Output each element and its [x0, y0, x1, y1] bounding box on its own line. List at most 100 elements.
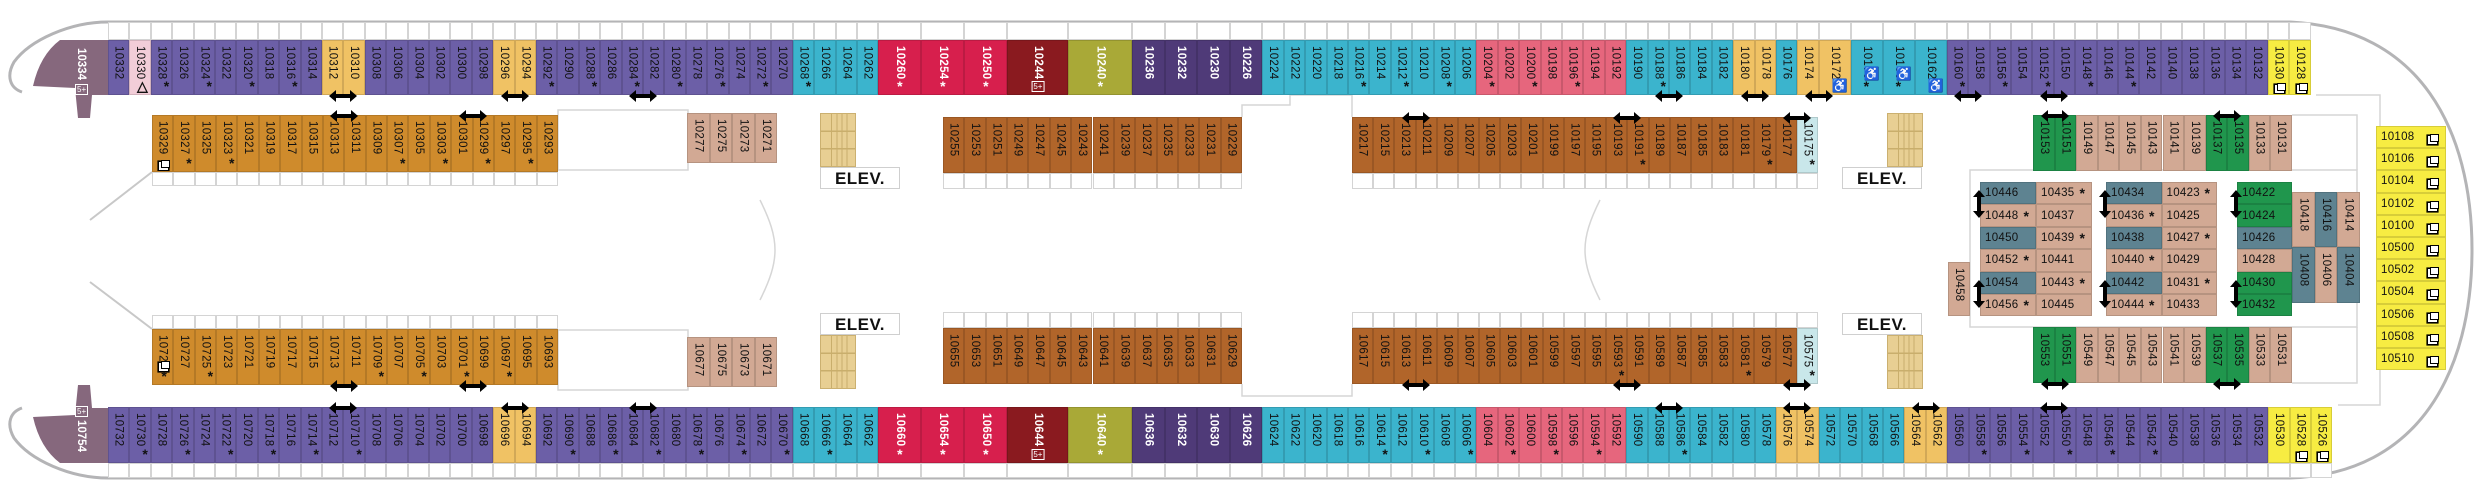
cabin-10724[interactable]: 10724	[193, 407, 215, 463]
cabin-10206[interactable]: 10206	[1455, 40, 1477, 95]
cabin-10306[interactable]: 10306	[386, 40, 408, 95]
cabin-10286[interactable]: 10286	[600, 40, 622, 95]
cabin-10423[interactable]: 10423*	[2161, 182, 2217, 205]
cabin-10660[interactable]: 10660*	[878, 407, 922, 463]
cabin-10236[interactable]: 10236	[1132, 40, 1165, 95]
cabin-10574[interactable]: 10574	[1797, 407, 1819, 463]
cabin-10209[interactable]: 10209	[1436, 117, 1458, 173]
cabin-10444[interactable]: 10444*	[2106, 294, 2162, 317]
cabin-10191[interactable]: 10191*	[1627, 117, 1649, 173]
cabin-10317[interactable]: 10317	[280, 115, 302, 172]
cabin-10632[interactable]: 10632	[1164, 407, 1198, 463]
cabin-10243[interactable]: 10243	[1071, 117, 1093, 173]
cabin-10408[interactable]: 10408	[2292, 247, 2315, 303]
cabin-10599[interactable]: 10599	[1542, 328, 1564, 384]
cabin-10440[interactable]: 10440*	[2106, 249, 2162, 272]
cabin-10626[interactable]: 10626	[1229, 407, 1263, 463]
cabin-10651[interactable]: 10651	[985, 328, 1008, 384]
cabin-10538[interactable]: 10538	[2182, 407, 2204, 463]
cabin-10146[interactable]: 10146	[2096, 40, 2118, 95]
cabin-10251[interactable]: 10251	[985, 117, 1008, 173]
cabin-10147[interactable]: 10147	[2097, 115, 2120, 171]
cabin-10284[interactable]: 10284*	[621, 40, 643, 95]
cabin-10233[interactable]: 10233	[1177, 117, 1200, 173]
cabin-10208[interactable]: 10208*	[1433, 40, 1455, 95]
cabin-10606[interactable]: 10606*	[1455, 407, 1477, 463]
cabin-10704[interactable]: 10704	[407, 407, 429, 463]
cabin-10500[interactable]: 10500	[2376, 237, 2446, 260]
cabin-10241[interactable]: 10241	[1092, 117, 1114, 173]
cabin-10611[interactable]: 10611	[1415, 328, 1437, 384]
cabin-10139[interactable]: 10139	[2184, 115, 2206, 171]
cabin-10694[interactable]: 10694	[514, 407, 536, 463]
cabin-10613[interactable]: 10613	[1394, 328, 1416, 384]
cabin-10207[interactable]: 10207	[1457, 117, 1480, 173]
cabin-10633[interactable]: 10633	[1177, 328, 1200, 384]
cabin-10588[interactable]: 10588	[1647, 407, 1669, 463]
cabin-10133[interactable]: 10133	[2248, 115, 2271, 171]
cabin-10178[interactable]: 10178	[1754, 40, 1776, 95]
cabin-10454[interactable]: 10454	[1980, 271, 2036, 294]
cabin-10729[interactable]: 10729*	[152, 329, 174, 385]
cabin-10196[interactable]: 10196*	[1562, 40, 1584, 95]
cabin-10717[interactable]: 10717	[280, 329, 302, 385]
cabin-10554[interactable]: 10554*	[2011, 407, 2033, 463]
cabin-10235[interactable]: 10235	[1156, 117, 1178, 173]
cabin-10728[interactable]: 10728	[150, 407, 173, 463]
cabin-10568[interactable]: 10568	[1861, 407, 1883, 463]
cabin-10662[interactable]: 10662	[857, 407, 879, 463]
cabin-10320[interactable]: 10320*	[236, 40, 258, 95]
cabin-10671[interactable]: 10671	[754, 337, 777, 387]
cabin-10553[interactable]: 10553	[2033, 327, 2055, 383]
cabin-10629[interactable]: 10629	[1220, 328, 1242, 384]
cabin-10534[interactable]: 10534	[2225, 407, 2247, 463]
cabin-10313[interactable]: 10313	[322, 115, 345, 172]
cabin-10448[interactable]: 10448*	[1980, 204, 2036, 227]
cabin-10552[interactable]: 10552	[2032, 407, 2055, 463]
cabin-10195[interactable]: 10195	[1585, 117, 1607, 173]
cabin-10598[interactable]: 10598*	[1540, 407, 1562, 463]
cabin-10328[interactable]: 10328*	[150, 40, 173, 95]
cabin-10260[interactable]: 10260*	[878, 40, 922, 95]
cabin-10684[interactable]: 10684	[621, 407, 643, 463]
cabin-10185[interactable]: 10185	[1690, 117, 1713, 173]
cabin-10211[interactable]: 10211	[1415, 117, 1437, 173]
cabin-10697[interactable]: 10697*	[493, 329, 516, 385]
cabin-10255[interactable]: 10255	[943, 117, 965, 173]
cabin-10181[interactable]: 10181	[1733, 117, 1755, 173]
cabin-10575[interactable]: 10575*	[1796, 328, 1818, 384]
cabin-10718[interactable]: 10718*	[257, 407, 280, 463]
cabin-10674[interactable]: 10674*	[728, 407, 750, 463]
cabin-10562[interactable]: 10562	[1925, 407, 1948, 463]
cabin-10220[interactable]: 10220	[1305, 40, 1327, 95]
cabin-10424[interactable]: 10424	[2237, 204, 2292, 227]
cabin-10676[interactable]: 10676	[707, 407, 729, 463]
cabin-10210[interactable]: 10210	[1412, 40, 1434, 95]
cabin-10578[interactable]: 10578	[1754, 407, 1776, 463]
cabin-10436[interactable]: 10436*	[2106, 204, 2162, 227]
cabin-10541[interactable]: 10541	[2162, 327, 2185, 383]
cabin-10542[interactable]: 10542*	[2139, 407, 2162, 463]
cabin-10714[interactable]: 10714*	[300, 407, 322, 463]
cabin-10620[interactable]: 10620	[1305, 407, 1327, 463]
cabin-10609[interactable]: 10609	[1436, 328, 1458, 384]
cabin-10416[interactable]: 10416	[2314, 192, 2338, 247]
cabin-10450[interactable]: 10450	[1980, 226, 2036, 250]
cabin-10294[interactable]: 10294	[514, 40, 536, 95]
cabin-10136[interactable]: 10136	[2203, 40, 2225, 95]
cabin-10692[interactable]: 10692	[536, 407, 558, 463]
cabin-10237[interactable]: 10237	[1135, 117, 1157, 173]
cabin-10437[interactable]: 10437	[2036, 204, 2092, 227]
cabin-10174[interactable]: 10174	[1797, 40, 1819, 95]
cabin-10435[interactable]: 10435*	[2036, 182, 2092, 205]
cabin-10543[interactable]: 10543	[2140, 327, 2163, 383]
cabin-10264[interactable]: 10264	[835, 40, 857, 95]
cabin-10205[interactable]: 10205	[1479, 117, 1501, 173]
cabin-10699[interactable]: 10699	[472, 329, 494, 385]
cabin-10688[interactable]: 10688	[578, 407, 601, 463]
cabin-10682[interactable]: 10682*	[643, 407, 665, 463]
cabin-10143[interactable]: 10143	[2140, 115, 2163, 171]
cabin-10222[interactable]: 10222	[1283, 40, 1306, 95]
cabin-10442[interactable]: 10442	[2106, 271, 2162, 294]
